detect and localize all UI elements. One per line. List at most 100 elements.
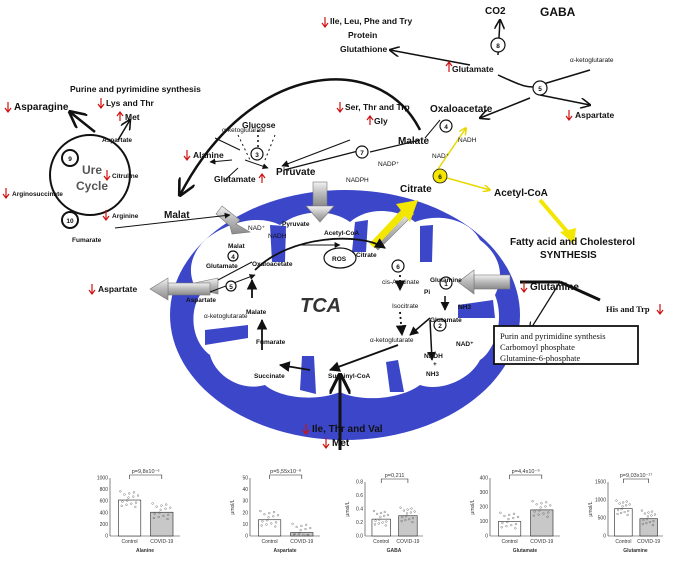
data-point (374, 519, 377, 522)
y-tick-label: 0.0 (356, 534, 363, 540)
data-point (165, 503, 168, 506)
step-6-mito-label: 6 (396, 264, 400, 271)
data-point (622, 501, 625, 504)
nh3-bottom-label: NH3 (426, 371, 439, 378)
data-point (514, 527, 517, 530)
data-point (409, 511, 412, 514)
y-tick-label: 300 (480, 490, 489, 496)
y-tick-label: 1000 (595, 498, 606, 504)
ile-thr-val-label: Ile, Thr and Val (312, 424, 383, 435)
yellow-pathway: 6 (369, 128, 576, 249)
data-point (292, 533, 295, 537)
data-point (261, 520, 264, 523)
bar (118, 499, 142, 537)
bar (498, 521, 522, 537)
data-point (299, 528, 302, 532)
step-9-label: 9 (68, 156, 72, 163)
fumarate-urea-label: Fumarate (72, 237, 102, 244)
data-point (506, 520, 509, 524)
ure-label: Ure (82, 163, 102, 177)
labels: CO2 GABA Ile, Leu, Phe and Try Protein G… (12, 5, 650, 449)
p-value-label: p=9,03x10⁻¹⁷ (620, 472, 653, 479)
data-point (413, 510, 416, 513)
nh3-label: NH3 (458, 304, 471, 311)
data-point (267, 516, 270, 519)
p-value-label: p=0,211 (385, 473, 405, 479)
data-point (260, 524, 263, 527)
data-point (641, 522, 644, 526)
data-point (404, 519, 407, 522)
p-value-label: p=4,4x10⁻⁹ (512, 468, 540, 475)
data-point (410, 507, 413, 510)
data-point (130, 502, 133, 505)
data-point (650, 514, 653, 517)
y-tick-label: 500 (598, 516, 607, 522)
data-point (386, 513, 390, 517)
data-point (379, 511, 383, 515)
data-point (510, 524, 513, 527)
step-8-label: 8 (496, 43, 500, 50)
data-point (121, 500, 124, 503)
data-point (640, 509, 643, 512)
data-point (291, 522, 294, 525)
data-point (406, 508, 409, 511)
data-point (619, 511, 623, 515)
data-point (647, 511, 650, 514)
data-point (169, 506, 172, 509)
data-point (272, 515, 275, 518)
lys-thr-label: Lys and Thr (106, 98, 155, 108)
x-tick-label: COVID-19 (637, 539, 660, 545)
y-tick-label: 1500 (595, 480, 606, 486)
step-7-label: 7 (360, 150, 364, 157)
data-point (265, 523, 268, 526)
data-point (373, 523, 377, 526)
box-line-1: Purin and pyrimidine synthesis (500, 331, 606, 341)
oxaloacetate-top-label: Oxaloacetate (430, 104, 493, 115)
data-point (626, 513, 629, 517)
data-point (401, 516, 404, 519)
data-point (625, 504, 628, 507)
data-point (532, 514, 535, 517)
step-3-label: 3 (255, 152, 259, 159)
y-axis-label: µmol/L (230, 499, 236, 514)
y-tick-label: 10 (242, 522, 248, 528)
data-point (542, 512, 545, 515)
x-tick-label: COVID-19 (290, 539, 313, 545)
data-point (123, 493, 126, 496)
tca-label: TCA (300, 295, 341, 317)
data-point (119, 490, 122, 493)
significance-bracket (380, 478, 409, 483)
acetyl-coa-label: Acetyl-CoA (494, 188, 548, 199)
y-tick-label: 20 (242, 510, 248, 516)
step-10-label: 10 (66, 218, 74, 225)
y-tick-label: 400 (480, 476, 489, 482)
cycle-label: Cycle (76, 179, 108, 193)
malat-mito-label: Malat (228, 243, 245, 250)
data-point (645, 521, 648, 525)
step-5-top-label: 5 (538, 86, 542, 93)
data-point (537, 513, 540, 516)
y-tick-label: 100 (480, 519, 489, 525)
oxaloacetate-mito-label: Oxaloacetate (252, 261, 293, 268)
data-point (126, 499, 129, 502)
glutamine-mito-label: Glutamine (430, 277, 462, 284)
data-point (164, 507, 167, 510)
x-tick-label: Control (122, 539, 138, 545)
data-point (263, 513, 266, 516)
akg-mito-right-label: α-ketoglutarate (370, 337, 414, 344)
x-tick-label: Control (615, 539, 631, 545)
aa-list-top: Ile, Leu, Phe and Try (330, 16, 412, 26)
x-tick-label: COVID-19 (396, 539, 419, 545)
data-point (623, 510, 626, 514)
data-point (499, 511, 502, 514)
his-trp-label: His and Trp (606, 304, 650, 314)
data-point (400, 519, 403, 523)
data-point (159, 508, 162, 511)
y-tick-label: 0.2 (356, 520, 363, 526)
significance-bracket (129, 474, 163, 479)
akg-top-label: α-ketoglutarate (570, 57, 614, 64)
y-tick-label: 0 (105, 534, 108, 540)
data-point (302, 533, 305, 537)
aspartate-urea-label: Aspartate (102, 137, 132, 144)
